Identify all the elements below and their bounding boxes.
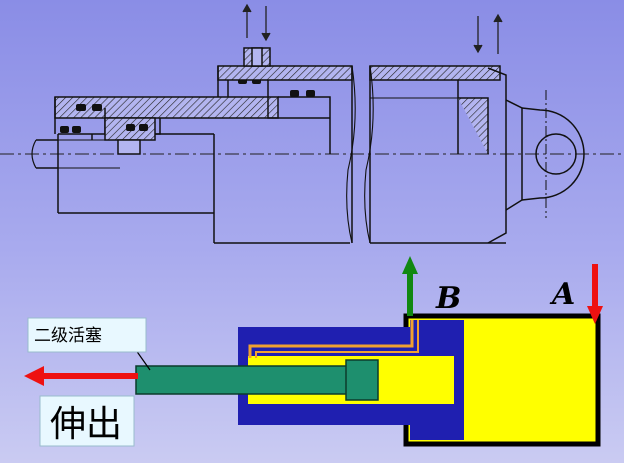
oil-passage [248,320,414,358]
outer-barrel [217,65,523,244]
port-b-flow-arrow [402,256,418,316]
second-stage-piston-head [345,359,379,401]
first-stage-sleeve [54,96,350,244]
port-fitting [243,47,271,67]
cylinder-schematic: B A 二级活塞 伸出 [24,256,603,447]
piston-label-box [27,317,147,353]
extend-label-box [39,395,135,447]
clevis-eye [521,90,585,218]
cylinder-section-drawing [0,3,624,244]
port-b-label: B [435,281,461,316]
extend-label: 伸出 [50,404,122,445]
second-stage-piston-label: 二级活塞 [34,326,102,346]
extend-direction-arrow [24,366,138,386]
up-down-flow-arrow [242,3,503,54]
second-stage-piston-rod [135,365,351,395]
port-a-flow-arrow [587,264,603,324]
port-a-label: A [549,277,575,312]
